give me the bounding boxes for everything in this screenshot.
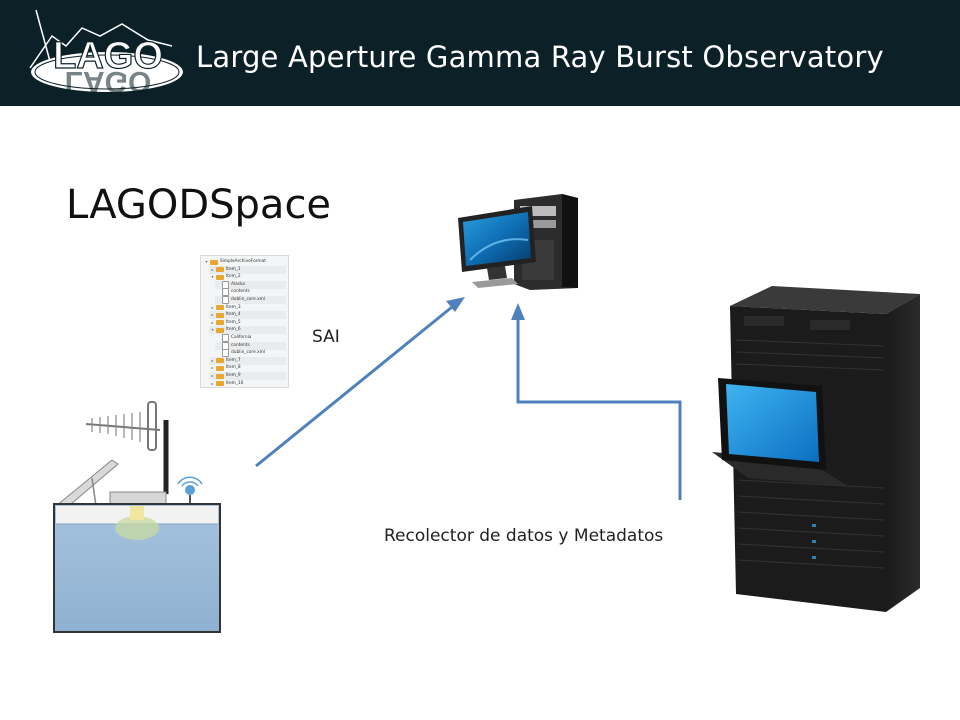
folder-icon bbox=[216, 327, 224, 333]
file-icon bbox=[222, 288, 229, 297]
tree-item: ▾ Item_2 bbox=[209, 273, 286, 281]
tree-item-label: Item_7 bbox=[226, 357, 241, 363]
tree-item-label: dublin_core.xml bbox=[231, 350, 266, 356]
expand-arrow-icon: ▸ bbox=[211, 266, 214, 272]
tree-item: Alaska bbox=[215, 280, 286, 289]
tree-item-label: California bbox=[231, 335, 252, 340]
expand-arrow-icon: ▸ bbox=[211, 357, 214, 363]
tree-item-label: Item_1 bbox=[226, 266, 241, 272]
tree-item-label: dublin_core.xml bbox=[231, 297, 266, 302]
folder-icon bbox=[216, 312, 224, 318]
tree-item-label: Item_6 bbox=[226, 327, 241, 333]
tree-item-label: Item_3 bbox=[226, 304, 241, 310]
lago-logo: LAGO LAGO bbox=[29, 9, 183, 98]
tree-item-label: Item_5 bbox=[226, 319, 241, 325]
tree-item-label: contents bbox=[231, 289, 250, 295]
expand-arrow-icon: ▸ bbox=[211, 319, 214, 325]
folder-icon bbox=[216, 267, 224, 273]
tree-item-label: Item_4 bbox=[226, 312, 241, 318]
file-icon bbox=[222, 280, 229, 289]
collapse-arrow-icon: ▾ bbox=[211, 274, 214, 280]
folder-icon bbox=[216, 320, 224, 326]
expand-arrow-icon: ▸ bbox=[211, 304, 214, 310]
tree-item-label: contents bbox=[231, 342, 250, 348]
tree-item: dublin_core.xml bbox=[215, 296, 286, 304]
tree-item: contents bbox=[215, 341, 286, 350]
tree-item-label: SimpleArchiveFormat bbox=[220, 259, 266, 264]
tree-item: ▸ Item_1 bbox=[209, 265, 286, 274]
tree-item: ▸ Item_7 bbox=[209, 356, 286, 365]
tree-item: ▸ Item_8 bbox=[209, 364, 286, 372]
collector-label: Recolector de datos y Metadatos bbox=[384, 526, 664, 546]
folder-icon bbox=[216, 305, 224, 311]
folder-icon bbox=[216, 381, 224, 387]
logo-text-reflection: LAGO bbox=[65, 65, 152, 98]
tree-item-label: Item_8 bbox=[226, 365, 241, 371]
tree-item-label: Item_2 bbox=[226, 274, 241, 280]
folder-icon bbox=[216, 373, 224, 379]
expand-arrow-icon: ▸ bbox=[211, 312, 214, 318]
arrow-tank-to-computer bbox=[255, 297, 465, 468]
expand-arrow-icon: ▸ bbox=[211, 380, 214, 386]
tree-item: dublin_core.xml bbox=[215, 349, 286, 358]
expand-arrow-icon: ▸ bbox=[211, 373, 214, 378]
tree-item: contents bbox=[215, 288, 286, 297]
water-tank-detector-icon bbox=[53, 401, 221, 633]
collapse-arrow-icon: ▾ bbox=[205, 259, 208, 264]
folder-icon bbox=[216, 365, 224, 371]
tree-item: California bbox=[215, 334, 286, 342]
tree-item: ▸ Item_5 bbox=[209, 319, 286, 327]
file-icon bbox=[222, 296, 229, 304]
collapse-arrow-icon: ▾ bbox=[211, 327, 214, 333]
tree-item: ▾ Item_6 bbox=[209, 326, 286, 335]
folder-icon bbox=[216, 358, 224, 364]
header-bar: LAGO LAGO Large Aperture Gamma Ray Burst… bbox=[0, 0, 960, 106]
file-icon bbox=[222, 349, 229, 358]
file-icon bbox=[222, 334, 229, 342]
file-icon bbox=[222, 341, 229, 350]
tree-item-label: Item_10 bbox=[226, 380, 244, 386]
arrow-server-to-computer bbox=[511, 303, 682, 500]
tree-item: ▾ SimpleArchiveFormat bbox=[203, 258, 286, 266]
slide-title: LAGODSpace bbox=[66, 182, 332, 228]
tree-item: ▸ Item_3 bbox=[209, 304, 286, 312]
desktop-computer-icon bbox=[458, 194, 578, 290]
folder-icon bbox=[210, 259, 218, 265]
tree-item-label: Item_9 bbox=[226, 373, 241, 378]
sai-label: SAI bbox=[312, 327, 340, 347]
server-rack-icon bbox=[712, 286, 920, 612]
header-title: Large Aperture Gamma Ray Burst Observato… bbox=[196, 40, 884, 74]
logo-text: LAGO bbox=[53, 35, 163, 77]
expand-arrow-icon: ▸ bbox=[211, 365, 214, 371]
tree-item: ▸ Item_4 bbox=[209, 311, 286, 320]
tree-item: ▸ Item_9 bbox=[209, 372, 286, 380]
tree-item: ▸ Item_10 bbox=[209, 380, 286, 388]
tree-item-label: Alaska bbox=[231, 281, 246, 287]
folder-icon bbox=[216, 274, 224, 280]
